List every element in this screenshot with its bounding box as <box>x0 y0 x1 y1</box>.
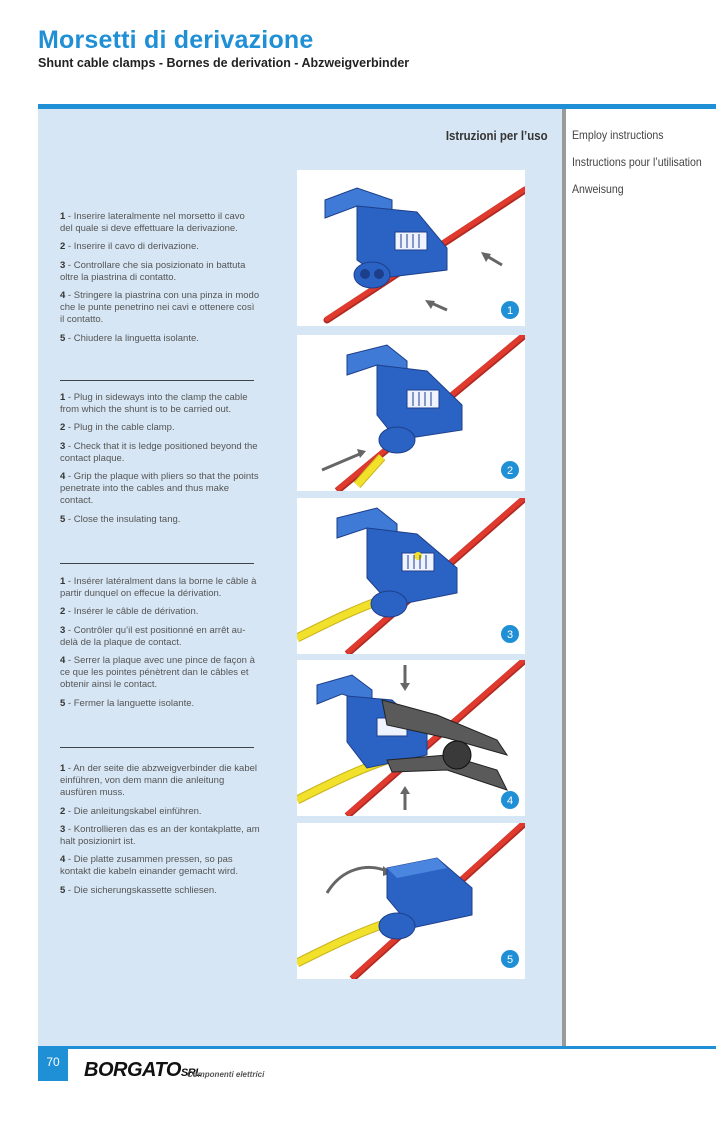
sidebar-item-en: Employ instructions <box>572 128 664 142</box>
instruction-step: 4 - Grip the plaque with pliers so that … <box>60 471 259 507</box>
instruction-step: 1 - Insérer latéralment dans la borne le… <box>60 576 257 600</box>
instructions-it: 1 - Inserire lateralmente nel morsetto i… <box>60 211 260 351</box>
language-sidebar: Employ instructions Instructions pour l’… <box>572 128 716 209</box>
brand-logo: BORGATOSRL <box>84 1059 202 1082</box>
brand-tagline: Componenti elettrici <box>187 1070 265 1079</box>
clamp-step-3-image: 3 <box>297 498 525 654</box>
top-rule <box>38 104 716 109</box>
step-illustration-3: 3 <box>297 498 525 654</box>
instruction-step: 3 - Controllare che sia posizionato in b… <box>60 259 246 283</box>
clamp-step-1-image: 1 <box>323 186 525 324</box>
separator <box>60 563 254 564</box>
clamp-step-5-image: 5 <box>297 823 525 979</box>
instruction-step: 5 - Fermer la languette isolante. <box>60 697 195 709</box>
page-title: Morsetti di derivazione <box>38 26 314 54</box>
instruction-step: 1 - An der seite die abzweigverbinder di… <box>60 763 257 799</box>
sidebar-item-fr: Instructions pour l’utilisation <box>572 155 702 169</box>
page-subtitle: Shunt cable clamps - Bornes de derivatio… <box>38 56 410 70</box>
step-illustration-4: 4 <box>297 660 525 816</box>
panel-heading: Istruzioni per l’uso <box>446 128 548 143</box>
instruction-step: 5 - Close the insulating tang. <box>60 513 181 525</box>
step-badge: 2 <box>507 465 513 477</box>
brand-name: BORGATO <box>84 1059 181 1081</box>
instruction-step: 4 - Die platte zusammen pressen, so pas … <box>60 854 238 878</box>
instruction-step: 2 - Die anleitungskabel einführen. <box>60 805 202 817</box>
separator <box>60 747 254 748</box>
step-badge: 1 <box>507 305 513 317</box>
step-illustration-5: 5 <box>297 823 525 979</box>
instruction-step: 1 - Inserire lateralmente nel morsetto i… <box>60 211 245 235</box>
brand-suffix: SRL <box>180 1067 202 1079</box>
instruction-step: 1 - Plug in sideways into the clamp the … <box>60 392 248 416</box>
instructions-de: 1 - An der seite die abzweigverbinder di… <box>60 763 260 903</box>
instruction-step: 4 - Serrer la plaque avec une pince de f… <box>60 655 255 691</box>
instructions-fr: 1 - Insérer latéralment dans la borne le… <box>60 576 260 716</box>
instructions-en: 1 - Plug in sideways into the clamp the … <box>60 392 260 532</box>
clamp-step-2-image: 2 <box>321 335 525 491</box>
step-badge: 3 <box>507 629 513 641</box>
instruction-step: 2 - Insérer le câble de dérivation. <box>60 606 199 618</box>
instruction-step: 3 - Contrôler qu’il est positionné en ar… <box>60 624 246 648</box>
instruction-step: 4 - Stringere la piastrina con una pinza… <box>60 290 260 326</box>
step-badge: 5 <box>507 954 513 966</box>
instruction-step: 5 - Chiudere la linguetta isolante. <box>60 332 199 344</box>
instruction-step: 3 - Kontrollieren das es an der kontakpl… <box>60 823 260 848</box>
instruction-step: 3 - Check that it is ledge positioned be… <box>60 440 258 464</box>
vertical-divider <box>562 109 566 1048</box>
step-illustration-2: 2 <box>297 335 525 491</box>
sidebar-item-de: Anweisung <box>572 182 624 196</box>
step-badge: 4 <box>507 795 513 807</box>
instruction-step: 5 - Die sicherungskassette schliesen. <box>60 884 217 896</box>
bottom-rule <box>38 1046 716 1049</box>
instruction-step: 2 - Plug in the cable clamp. <box>60 422 175 434</box>
separator <box>60 380 254 381</box>
clamp-step-4-image: 4 <box>297 660 525 816</box>
instruction-step: 2 - Inserire il cavo di derivazione. <box>60 241 199 253</box>
step-illustration-1: 1 <box>297 170 525 326</box>
page-number: 70 <box>38 1049 68 1081</box>
